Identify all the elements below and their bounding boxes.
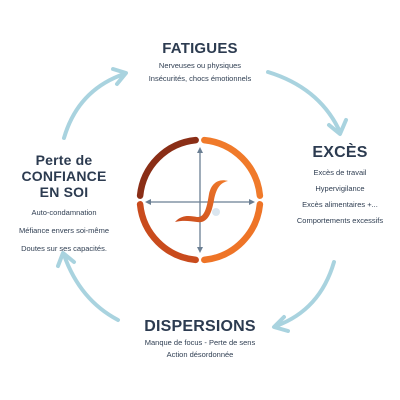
node-confiance-line-1: Auto-condamnation xyxy=(31,208,97,217)
node-confiance-title-2: CONFIANCE xyxy=(21,168,107,184)
ring-arc-top-right xyxy=(201,136,264,199)
cycle-arrow-top-right-icon xyxy=(266,70,348,136)
node-dispersions-line-1: Manque de focus - Perte de sens xyxy=(144,338,256,347)
node-fatigues: FATIGUES Nerveuses ou physiques Insécuri… xyxy=(120,40,280,84)
compass-ring-icon xyxy=(136,136,264,264)
node-confiance-title-3: EN SOI xyxy=(39,184,89,200)
cycle-arrow-bottom-left-icon xyxy=(56,251,120,322)
node-confiance-line-3: Doutes sur ses capacités. xyxy=(21,244,107,253)
node-exces-line-4: Comportements excessifs xyxy=(296,216,384,225)
node-exces-line-2: Hypervigilance xyxy=(315,184,365,193)
inner-arrows xyxy=(145,147,255,253)
cycle-arrow-bottom-right-icon xyxy=(272,260,336,333)
node-dispersions-title: DISPERSIONS xyxy=(144,318,256,335)
node-fatigues-title: FATIGUES xyxy=(162,40,238,57)
node-exces-line-3: Excès alimentaires +... xyxy=(302,200,378,209)
cycle-arrows xyxy=(56,67,348,333)
wave-swirl-icon xyxy=(175,180,228,223)
node-fatigues-line-2: Insécurités, chocs émotionnels xyxy=(148,74,252,83)
node-confiance: Perte de CONFIANCE EN SOI Auto-condamnat… xyxy=(4,152,124,254)
node-exces-title: EXCÈS xyxy=(312,144,368,161)
ring-arc-top-left xyxy=(136,136,199,199)
node-confiance-title-1: Perte de xyxy=(35,152,93,168)
node-exces: EXCÈS Excès de travail Hypervigilance Ex… xyxy=(285,143,395,226)
cycle-arrow-top-left-icon xyxy=(62,67,128,140)
node-confiance-line-2: Méfiance envers soi-même xyxy=(18,226,110,235)
node-dispersions-line-2: Action désordonnée xyxy=(166,350,234,359)
node-dispersions: DISPERSIONS Manque de focus - Perte de s… xyxy=(110,317,290,360)
node-fatigues-line-1: Nerveuses ou physiques xyxy=(158,61,242,70)
ring-arc-bottom-left xyxy=(136,201,199,264)
node-exces-line-1: Excès de travail xyxy=(313,168,367,177)
center-dot xyxy=(212,208,220,216)
ring-arc-bottom-right xyxy=(201,201,264,264)
